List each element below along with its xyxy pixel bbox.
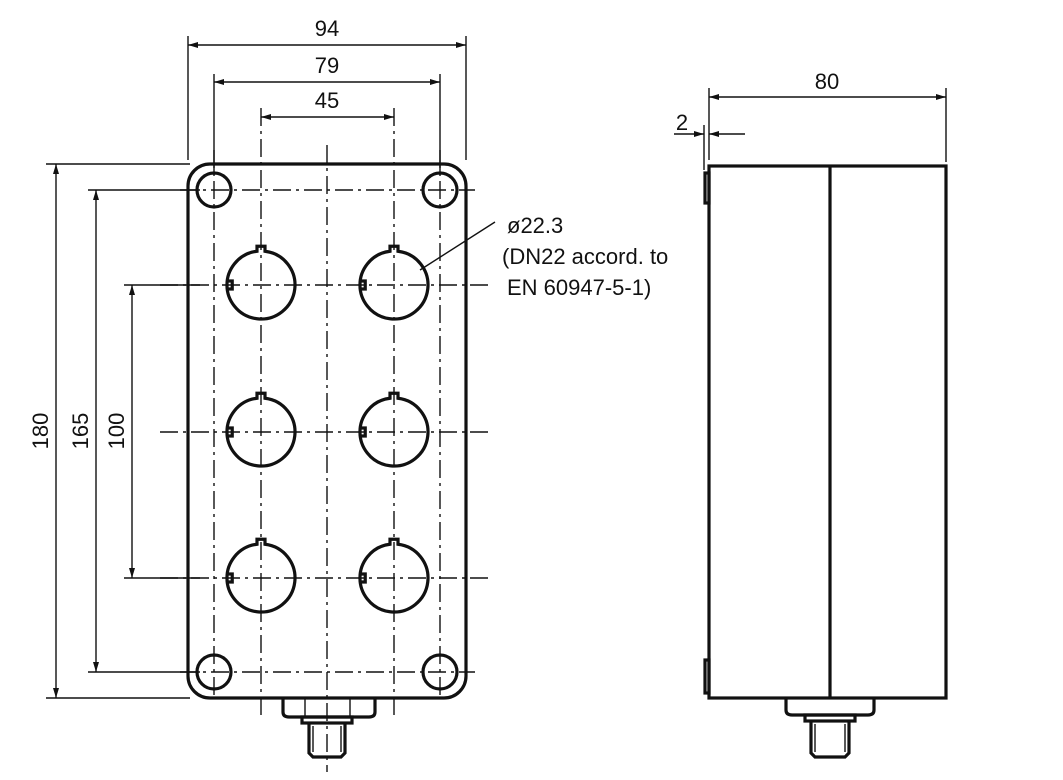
dim-79: 79 — [315, 53, 339, 78]
pushbutton-hole — [225, 537, 297, 614]
button-holes — [225, 244, 430, 614]
dim-80: 80 — [815, 69, 839, 94]
side-view: 80 2 — [674, 69, 948, 759]
pushbutton-hole — [225, 391, 297, 468]
pushbutton-hole — [358, 391, 430, 468]
flange-top — [703, 171, 711, 205]
dim-94: 94 — [315, 16, 339, 41]
side-cable-gland — [784, 698, 876, 759]
dim-2: 2 — [676, 110, 688, 135]
cable-gland — [281, 698, 377, 759]
dim-100: 100 — [104, 413, 129, 450]
pushbutton-hole — [358, 537, 430, 614]
flange-bottom — [703, 658, 711, 695]
dim-165: 165 — [68, 413, 93, 450]
side-dimension-lines — [674, 88, 947, 170]
centerlines — [160, 108, 490, 772]
annotation-standard-2: EN 60947-5-1) — [507, 275, 651, 300]
dim-180: 180 — [28, 413, 53, 450]
dimension-lines — [46, 36, 496, 699]
side-enclosure-outline — [707, 164, 948, 700]
annotation-standard-1: (DN22 accord. to — [502, 244, 668, 269]
pushbutton-hole — [225, 244, 297, 321]
front-view: 94 79 45 180 165 100 ø22.3 (DN22 accord.… — [28, 16, 668, 772]
pushbutton-hole — [358, 244, 430, 321]
annotation-diameter: ø22.3 — [507, 213, 563, 238]
dim-45: 45 — [315, 88, 339, 113]
